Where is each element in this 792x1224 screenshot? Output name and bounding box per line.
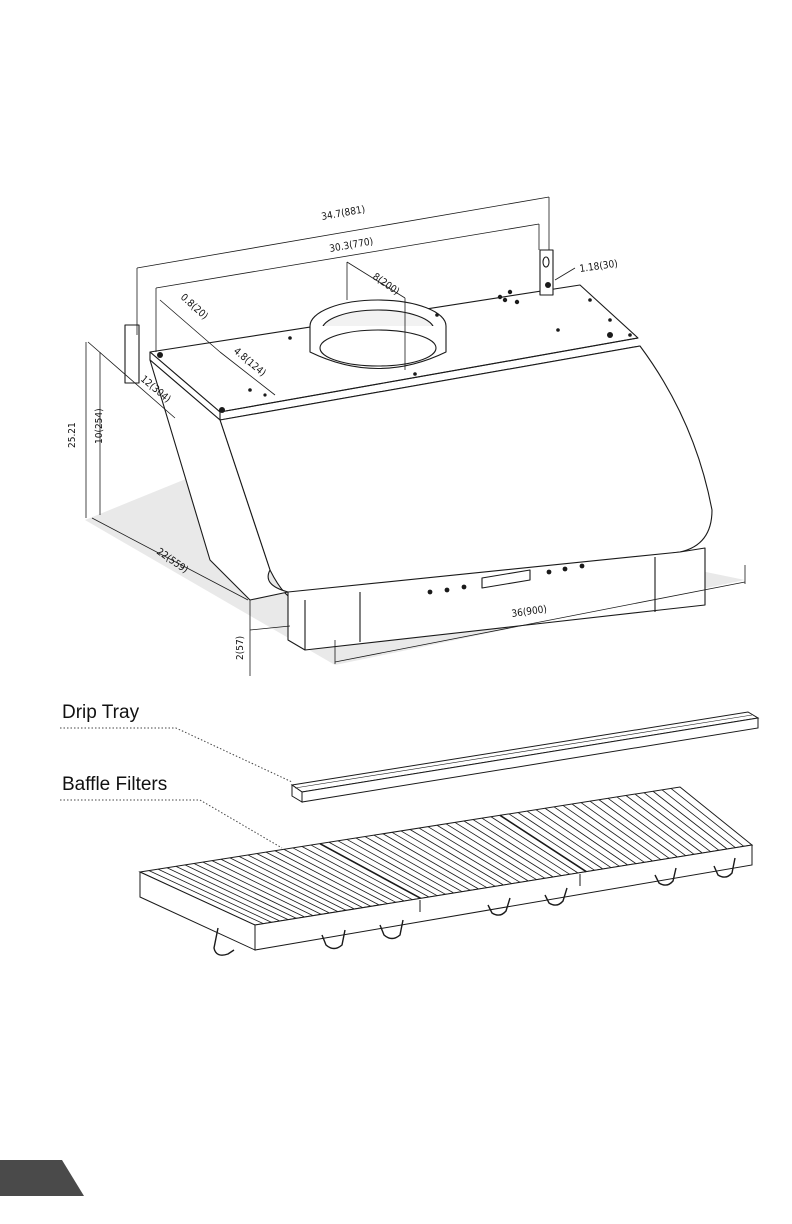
- baffle-filters-leader: [60, 800, 282, 848]
- dim-bracket-width: 1.18(30): [579, 259, 619, 275]
- dim-body-height: 10(254): [94, 408, 105, 444]
- drip-tray-label: Drip Tray: [62, 702, 140, 723]
- dim-hole-spacing: 0.8(20): [178, 292, 210, 322]
- callouts: Drip Tray Baffle Filters: [60, 702, 292, 848]
- range-hood-diagram: [85, 250, 745, 665]
- baffle-filters: [140, 787, 752, 955]
- dim-inner-width: 30.3(770): [329, 236, 374, 255]
- dim-bottom-lip: 2(57): [235, 636, 246, 660]
- baffle-filters-label: Baffle Filters: [62, 774, 167, 795]
- drip-tray: [292, 712, 758, 802]
- dim-duct-offset: 8(200): [370, 271, 401, 297]
- dim-total-height: 25.21: [67, 422, 78, 448]
- corner-page-tab: [0, 1160, 84, 1196]
- dim-total-width-top: 34.7(881): [321, 204, 366, 223]
